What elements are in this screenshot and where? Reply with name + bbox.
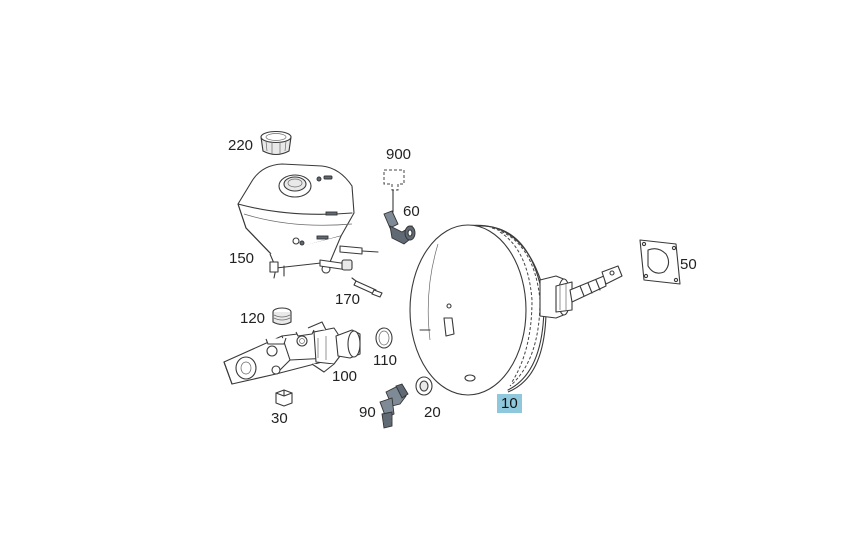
- part-900-sensor-connector[interactable]: [383, 169, 405, 191]
- callout-50[interactable]: 50: [680, 256, 697, 273]
- part-30-nut[interactable]: [275, 389, 293, 407]
- part-220-reservoir-cap[interactable]: [260, 130, 292, 156]
- callout-110[interactable]: 110: [373, 352, 397, 369]
- callout-10-highlighted[interactable]: 10: [497, 394, 522, 413]
- callout-20[interactable]: 20: [424, 404, 441, 421]
- part-60-level-sensor[interactable]: [383, 210, 416, 245]
- part-170-pin[interactable]: [351, 277, 383, 298]
- part-120-plug[interactable]: [272, 307, 292, 326]
- callout-150[interactable]: 150: [229, 250, 255, 267]
- part-10-brake-booster[interactable]: [409, 224, 623, 396]
- callout-100[interactable]: 100: [332, 368, 358, 385]
- part-150-fluid-reservoir[interactable]: [237, 163, 379, 279]
- part-50-gasket[interactable]: [639, 239, 681, 285]
- callout-220[interactable]: 220: [228, 137, 254, 154]
- part-100-master-cylinder[interactable]: [223, 321, 361, 385]
- part-90-vacuum-elbow[interactable]: [379, 383, 409, 429]
- callout-30[interactable]: 30: [271, 410, 288, 427]
- part-20-seal-washer[interactable]: [415, 376, 433, 396]
- callout-90[interactable]: 90: [359, 404, 376, 421]
- callout-120[interactable]: 120: [240, 310, 266, 327]
- callout-60[interactable]: 60: [403, 203, 420, 220]
- callout-900[interactable]: 900: [386, 146, 412, 163]
- part-110-o-ring[interactable]: [375, 327, 393, 349]
- callout-170[interactable]: 170: [335, 291, 361, 308]
